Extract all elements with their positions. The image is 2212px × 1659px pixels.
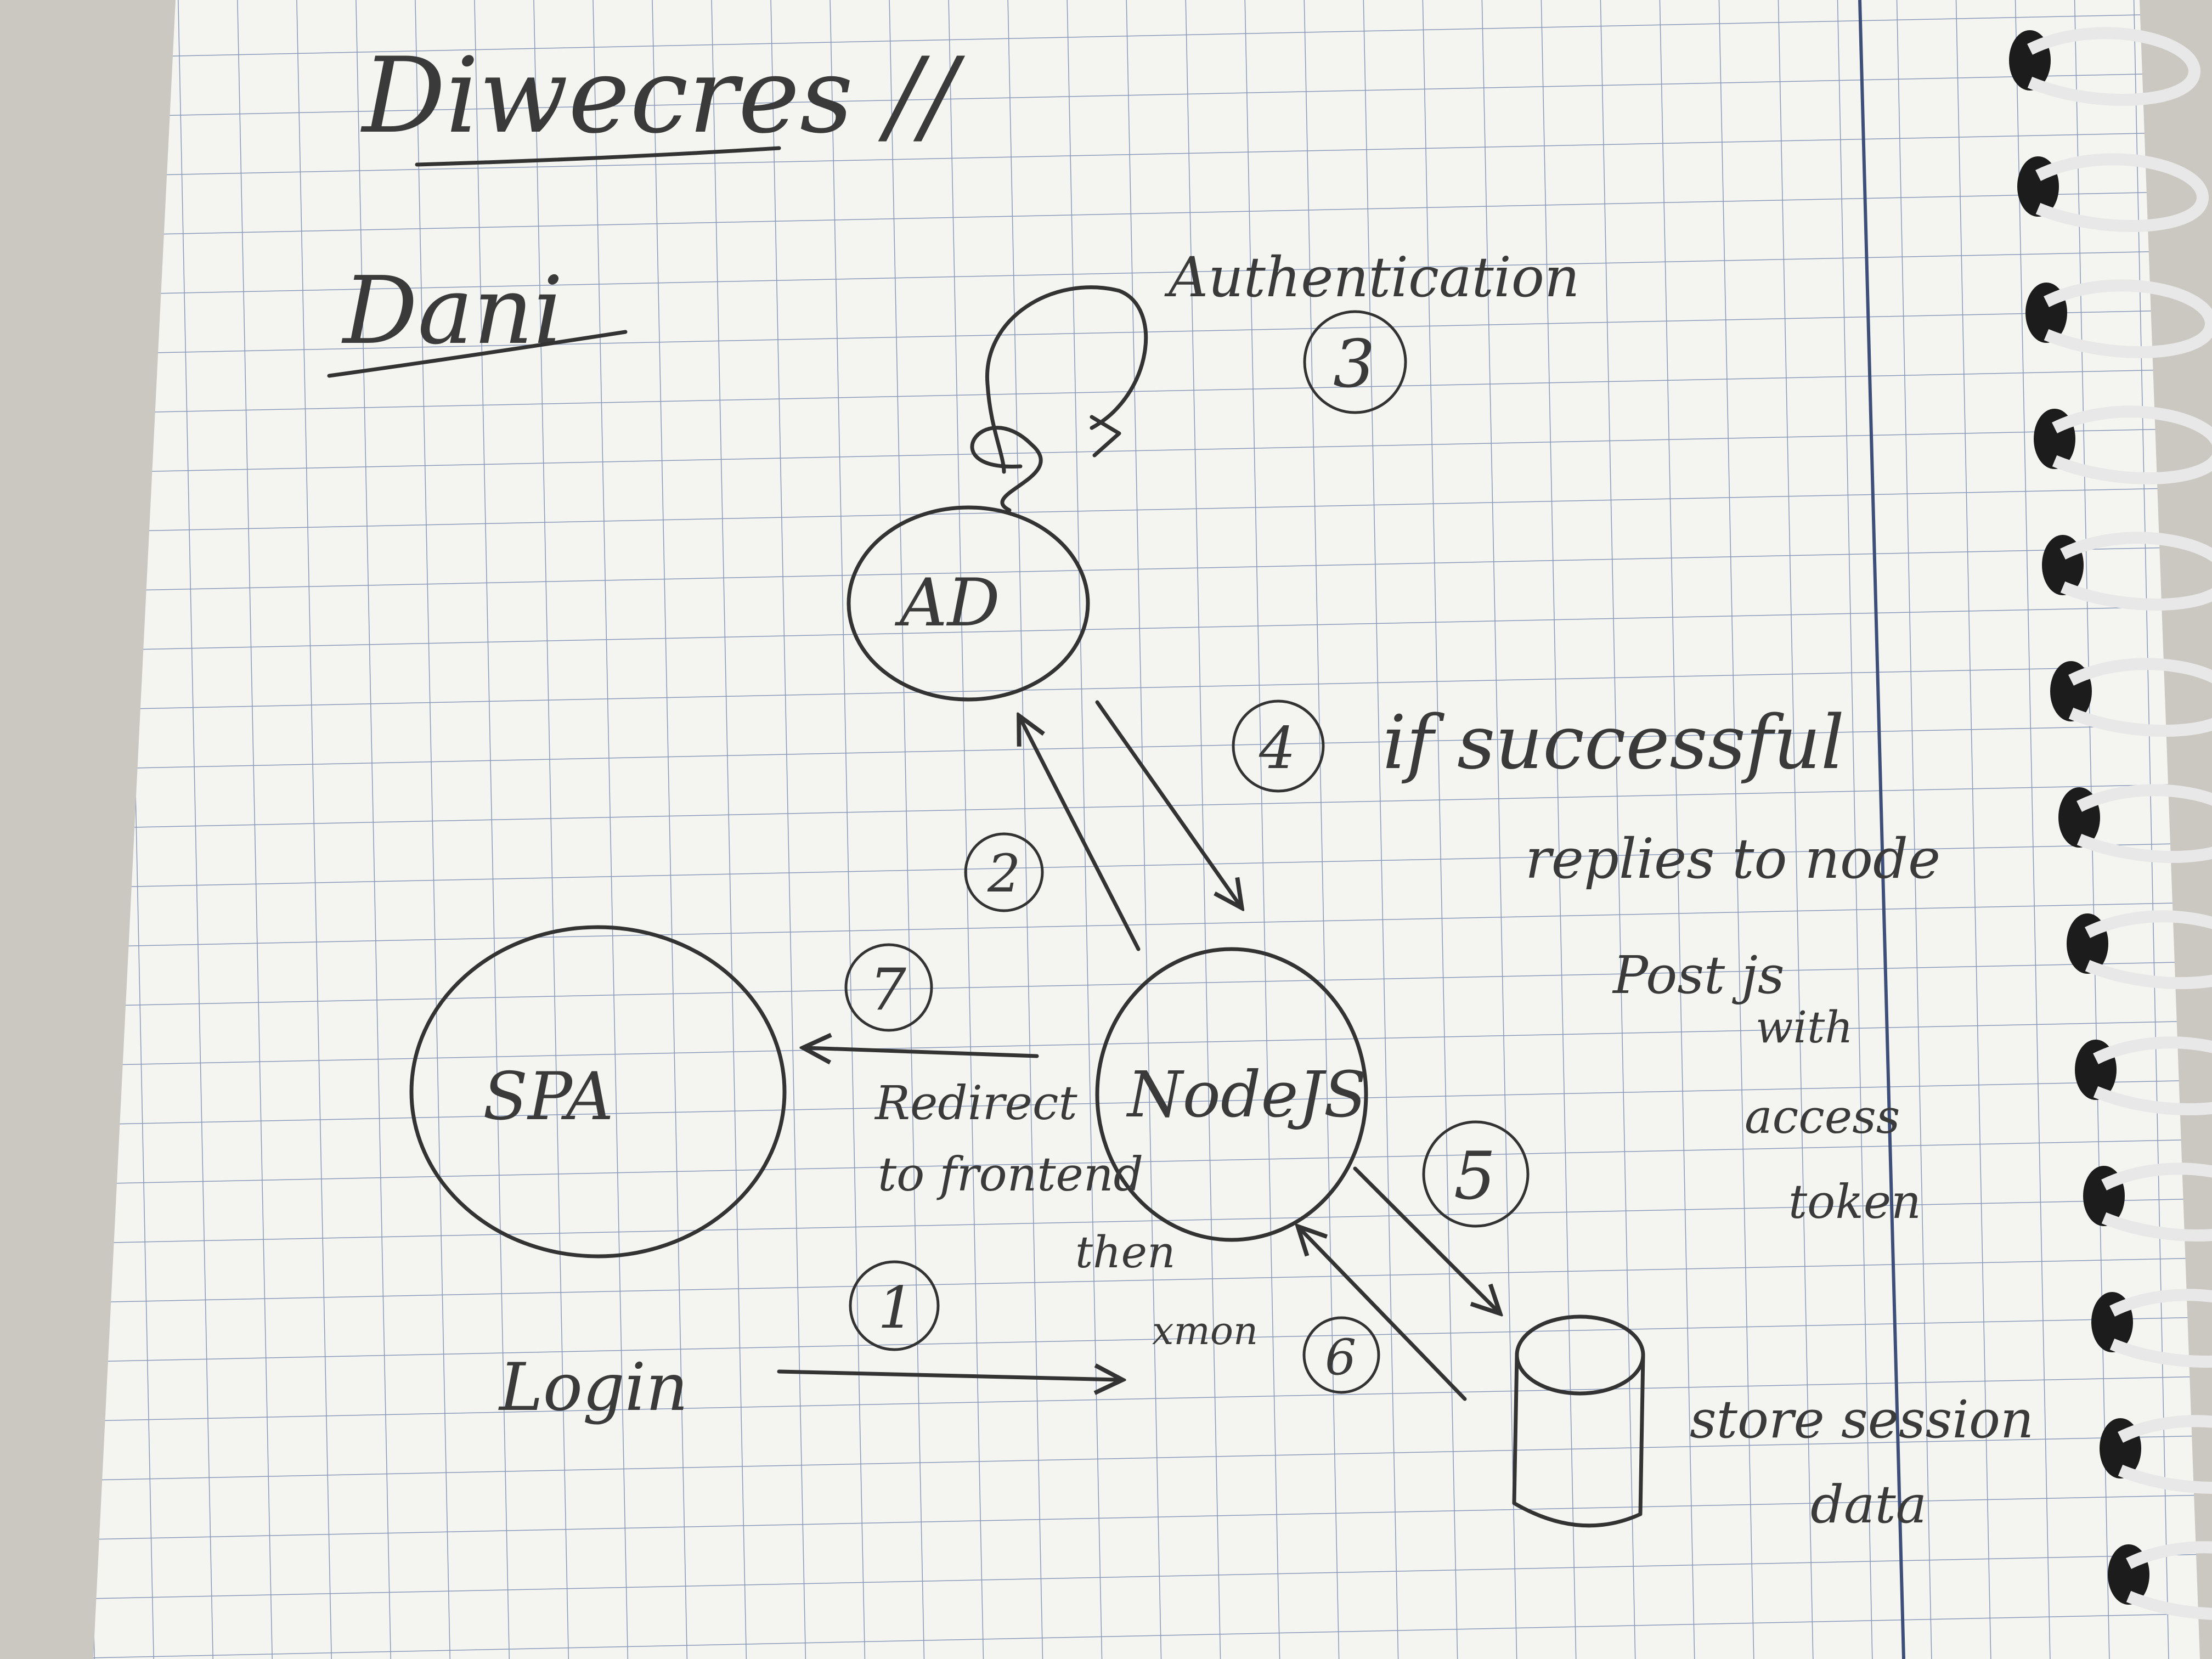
redirect-note-line2: to frontend — [878, 1148, 1143, 1202]
auth-loop-head — [1090, 415, 1121, 458]
store-note-line1: store session — [1690, 1390, 2034, 1450]
step-1-circle — [849, 1260, 940, 1351]
step-5-label: 5 — [1454, 1138, 1496, 1215]
step-5-circle — [1422, 1120, 1530, 1228]
subheading-underline — [327, 330, 628, 378]
store-note-line2: data — [1810, 1475, 1927, 1535]
ad-self-loop — [970, 426, 1043, 512]
replies-note-line5: token — [1788, 1175, 1921, 1229]
spiral-ring — [2060, 532, 2212, 611]
auth-loop-arrow — [985, 285, 1148, 474]
if-successful-note: if successful — [1383, 699, 1844, 786]
arrow-step-6 — [1300, 1229, 1467, 1401]
spa-label: SPA — [483, 1059, 614, 1135]
spiral-ring — [2126, 1541, 2212, 1620]
then-note-line2: xmon — [1152, 1308, 1258, 1353]
step-4-circle — [1232, 699, 1325, 793]
redirect-note-line1: Redirect — [874, 1076, 1077, 1131]
arrow-step-4 — [1095, 700, 1240, 905]
login-note: Login — [498, 1350, 688, 1426]
arrow-step-7 — [806, 1048, 1039, 1056]
step-7-label: 7 — [870, 956, 906, 1023]
spiral-ring — [2085, 910, 2212, 989]
step-3-label: 3 — [1333, 326, 1375, 403]
page-subheading: Dani — [341, 257, 563, 365]
nodejs-label: NodeJS — [1126, 1058, 1367, 1132]
spiral-ring — [2109, 1289, 2212, 1368]
replies-note-line1: replies to node — [1525, 827, 1940, 891]
authentication-label: Authentication — [1164, 245, 1579, 309]
spiral-ring — [2027, 27, 2201, 106]
graph-paper — [93, 0, 2200, 1659]
session-store — [1512, 1314, 1645, 1528]
step-4-label: 4 — [1259, 715, 1296, 782]
spiral-ring — [2035, 153, 2209, 232]
margin-line — [1858, 0, 1905, 1659]
then-note-line1: then — [1075, 1227, 1176, 1278]
spiral-ring — [2076, 784, 2212, 863]
heading-underline — [415, 146, 781, 167]
step-6-label: 6 — [1325, 1329, 1356, 1386]
step-6-circle — [1302, 1316, 1380, 1394]
ad-node: AD — [847, 505, 1090, 702]
spiral-binding — [2009, 27, 2212, 1620]
replies-note-line4: access — [1745, 1090, 1900, 1144]
spiral-ring — [2044, 279, 2212, 358]
step-1-label: 1 — [878, 1274, 915, 1341]
spa-node: SPA — [409, 925, 787, 1259]
spiral-ring — [2052, 405, 2212, 484]
replies-note-line2: Post js — [1612, 945, 1785, 1006]
step-2-label: 2 — [987, 844, 1020, 904]
step-3-circle — [1303, 310, 1407, 414]
arrow-step-2 — [1020, 719, 1141, 951]
step-7-circle — [844, 943, 933, 1032]
arrow-step-1 — [777, 1372, 1119, 1380]
nodejs-node: NodeJS — [1095, 947, 1368, 1242]
spiral-ring — [2093, 1036, 2212, 1115]
ad-label: AD — [894, 565, 1000, 641]
replies-note-line3: with — [1756, 1002, 1853, 1053]
spiral-ring — [2068, 658, 2212, 737]
arrow-step-5 — [1353, 1166, 1498, 1311]
step-2-circle — [964, 832, 1044, 912]
spiral-ring — [2101, 1163, 2212, 1242]
spiral-ring — [2118, 1415, 2212, 1494]
page-heading: Diwecres // — [360, 35, 966, 156]
